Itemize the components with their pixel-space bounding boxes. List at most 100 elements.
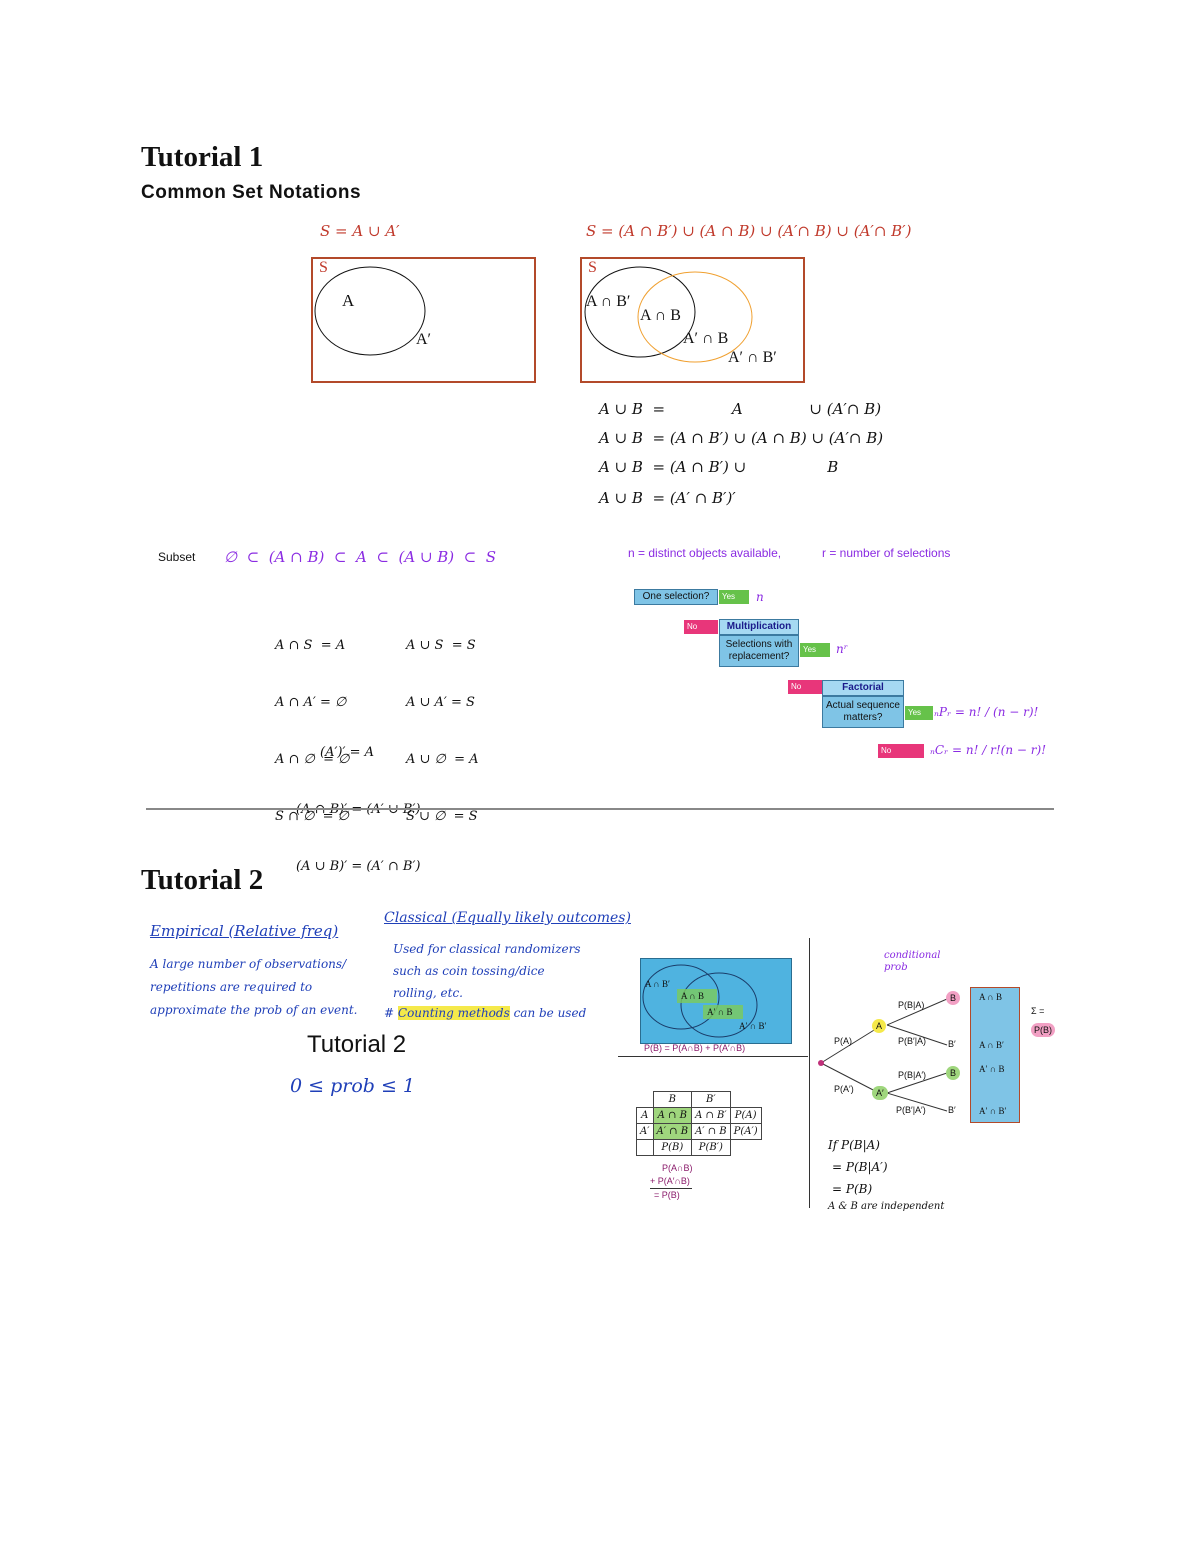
demorgan-1: (A′)′ = A: [320, 745, 374, 760]
t2-sum-block: P(A∩B) + P(A′∩B) = P(B): [650, 1162, 693, 1202]
flow-q3: Actual sequence matters?: [822, 696, 904, 728]
pt-h2: B′: [691, 1091, 731, 1108]
classical-line-2: such as coin tossing/dice: [393, 964, 545, 978]
flow-no-2: No: [788, 680, 822, 694]
t2-venn-formula: P(B) = P(A∩B) + P(A′∩B): [644, 1043, 746, 1053]
identity-left-1: A ∩ S = A: [275, 638, 346, 653]
outcome-4: A′ ∩ B′: [979, 1106, 1007, 1116]
venn2-r4: A′ ∩ B′: [728, 349, 777, 366]
indep-4: A & B are independent: [828, 1201, 945, 1212]
tutorial2-title: Tutorial 2: [141, 864, 264, 896]
pt-r2c0: A′: [636, 1123, 654, 1140]
flow-yes-2: Yes: [800, 643, 830, 657]
venn1-universe: S A A′: [311, 257, 536, 383]
empirical-body: A large number of observations/ repetiti…: [150, 953, 358, 1022]
pt-r1c0: A: [636, 1107, 654, 1124]
identity-right-1: A ∪ S = S: [406, 638, 476, 653]
pt-r1c2: A ∩ B′: [691, 1107, 731, 1124]
slide-title: Tutorial 2: [307, 1031, 407, 1058]
counting-note-prefix: #: [384, 1006, 395, 1020]
tree-pa: P(A): [834, 1036, 852, 1046]
flow-q1: One selection?: [634, 589, 718, 605]
empirical-line-2: repetitions are required to: [150, 980, 313, 994]
pt-r2c1: A′ ∩ B: [652, 1123, 693, 1140]
venn2-r3: A′ ∩ B: [683, 330, 729, 347]
tree-pba: P(B|A): [898, 1000, 925, 1010]
empirical-heading: Empirical (Relative freq): [150, 922, 339, 940]
classical-line-1: Used for classical randomizers: [393, 942, 581, 956]
union-eq-1: A ∪ B = A ∪ (A′∩ B): [599, 400, 882, 418]
venn2-r1: A ∩ B′: [586, 293, 631, 310]
flow-yes-1: Yes: [719, 590, 749, 604]
tree-bc1: B′: [948, 1039, 956, 1049]
flow-yes-3: Yes: [905, 706, 933, 720]
indep-2: = P(B|A′): [832, 1160, 888, 1174]
outcome-1: A ∩ B: [979, 992, 1003, 1002]
t2-sum-3: = P(B): [654, 1190, 680, 1200]
flow-q2: Selections with replacement?: [719, 635, 799, 667]
t2-venn: A ∩ B′ A ∩ B A′ ∩ B A′ ∩ B′: [640, 958, 792, 1044]
pt-r1c3: P(A): [729, 1107, 762, 1124]
classical-line-3: rolling, etc.: [393, 986, 463, 1000]
identity-right-2: A ∪ A′ = S: [406, 695, 475, 710]
pt-r3c2: P(B′): [691, 1139, 731, 1156]
subset-label: Subset: [158, 550, 196, 564]
tree-sigma: Σ =: [1031, 1006, 1045, 1016]
venn2-r2: A ∩ B: [640, 307, 681, 324]
indep-block: If P(B|A) = P(B|A′) = P(B) A & B are ind…: [828, 1134, 944, 1214]
identity-left-2: A ∩ A′ = ∅: [275, 695, 347, 710]
venn1-acomp-label: A′: [416, 331, 432, 348]
t2-venn-r2: A ∩ B: [681, 991, 705, 1001]
pt-r3c0: [636, 1139, 654, 1156]
pt-r3c3: [730, 1140, 761, 1156]
t2-sum-1: P(A∩B): [662, 1163, 693, 1173]
tree-pbcac: P(B′|A′): [896, 1105, 926, 1115]
union-eq-4: A ∪ B = (A′ ∩ B′)′: [599, 489, 736, 507]
venn2-s-label: S: [588, 259, 597, 276]
subset-chain: ∅ ⊂ (A ∩ B) ⊂ A ⊂ (A ∪ B) ⊂ S: [224, 548, 497, 566]
prob-table: B B′ A A ∩ B A ∩ B′ P(A) A′ A′ ∩ B A′ ∩ …: [636, 1091, 762, 1156]
tree-ac: A′: [872, 1086, 888, 1100]
tree-outcomes: A ∩ B A ∩ B′ A′ ∩ B A′ ∩ B′: [970, 987, 1020, 1123]
pt-h1: B: [652, 1091, 693, 1108]
counting-note-highlight: Counting methods: [397, 1006, 510, 1020]
tree-b1: B: [946, 991, 961, 1005]
t2-venn-r1: A ∩ B′: [645, 979, 670, 989]
tree-pb: P(B): [1031, 1023, 1055, 1037]
counting-note: # Counting methods can be used: [384, 1006, 586, 1020]
t2-venn-r4: A′ ∩ B′: [739, 1021, 767, 1031]
t2-vline: [809, 938, 810, 1208]
venn2-caption: S = (A ∩ B′) ∪ (A ∩ B) ∪ (A′∩ B) ∪ (A′∩ …: [586, 222, 912, 240]
counting-legend-n: n = distinct objects available,: [628, 546, 782, 560]
identity-left-3: A ∩ ∅ = ∅: [275, 752, 350, 767]
outcome-3: A′ ∩ B: [979, 1064, 1005, 1074]
pt-r1c1: A ∩ B: [652, 1107, 693, 1124]
tree-bc2: B′: [948, 1105, 956, 1115]
flow-r4: ₙCᵣ = n! / r!(n − r)!: [930, 743, 1047, 757]
t2-hline: [618, 1056, 808, 1057]
tree-pac: P(A′): [834, 1084, 854, 1094]
flow-no-3: No: [878, 744, 924, 758]
indep-3: = P(B): [832, 1182, 873, 1196]
identities-right: A ∪ S = S A ∪ A′ = S A ∪ ∅ = A S ∪ ∅ = S: [406, 598, 479, 845]
venn1-a-label: A: [342, 291, 355, 310]
classical-body: Used for classical randomizers such as c…: [393, 938, 581, 1004]
counting-note-rest: can be used: [513, 1006, 587, 1020]
identity-right-3: A ∪ ∅ = A: [406, 752, 479, 767]
union-eq-2: A ∪ B = (A ∩ B′) ∪ (A ∩ B) ∪ (A′∩ B): [599, 429, 884, 447]
tree-b2: B: [946, 1066, 961, 1080]
empirical-line-3: approximate the prob of an event.: [150, 1003, 358, 1017]
tree-pbca: P(B′|A): [898, 1036, 927, 1046]
t2-sum-2: + P(A′∩B): [650, 1175, 693, 1189]
flow-r2: nʳ: [836, 642, 848, 656]
union-eq-3: A ∪ B = (A ∩ B′) ∪ B: [599, 458, 839, 476]
demorgan-block: (A′)′ = A (A ∩ B)′ = (A′ ∪ B′) (A ∪ B)′ …: [296, 705, 421, 895]
tree-svg: [818, 998, 948, 1112]
flow-no-1: No: [684, 620, 718, 634]
outcome-2: A ∩ B′: [979, 1040, 1004, 1050]
tutorial1-subtitle: Common Set Notations: [141, 182, 362, 203]
venn1-caption: S = A ∪ A′: [320, 222, 400, 240]
pt-r2c3: P(A′): [729, 1123, 762, 1140]
pt-h0: [637, 1092, 654, 1108]
counting-legend-r: r = number of selections: [822, 546, 951, 560]
